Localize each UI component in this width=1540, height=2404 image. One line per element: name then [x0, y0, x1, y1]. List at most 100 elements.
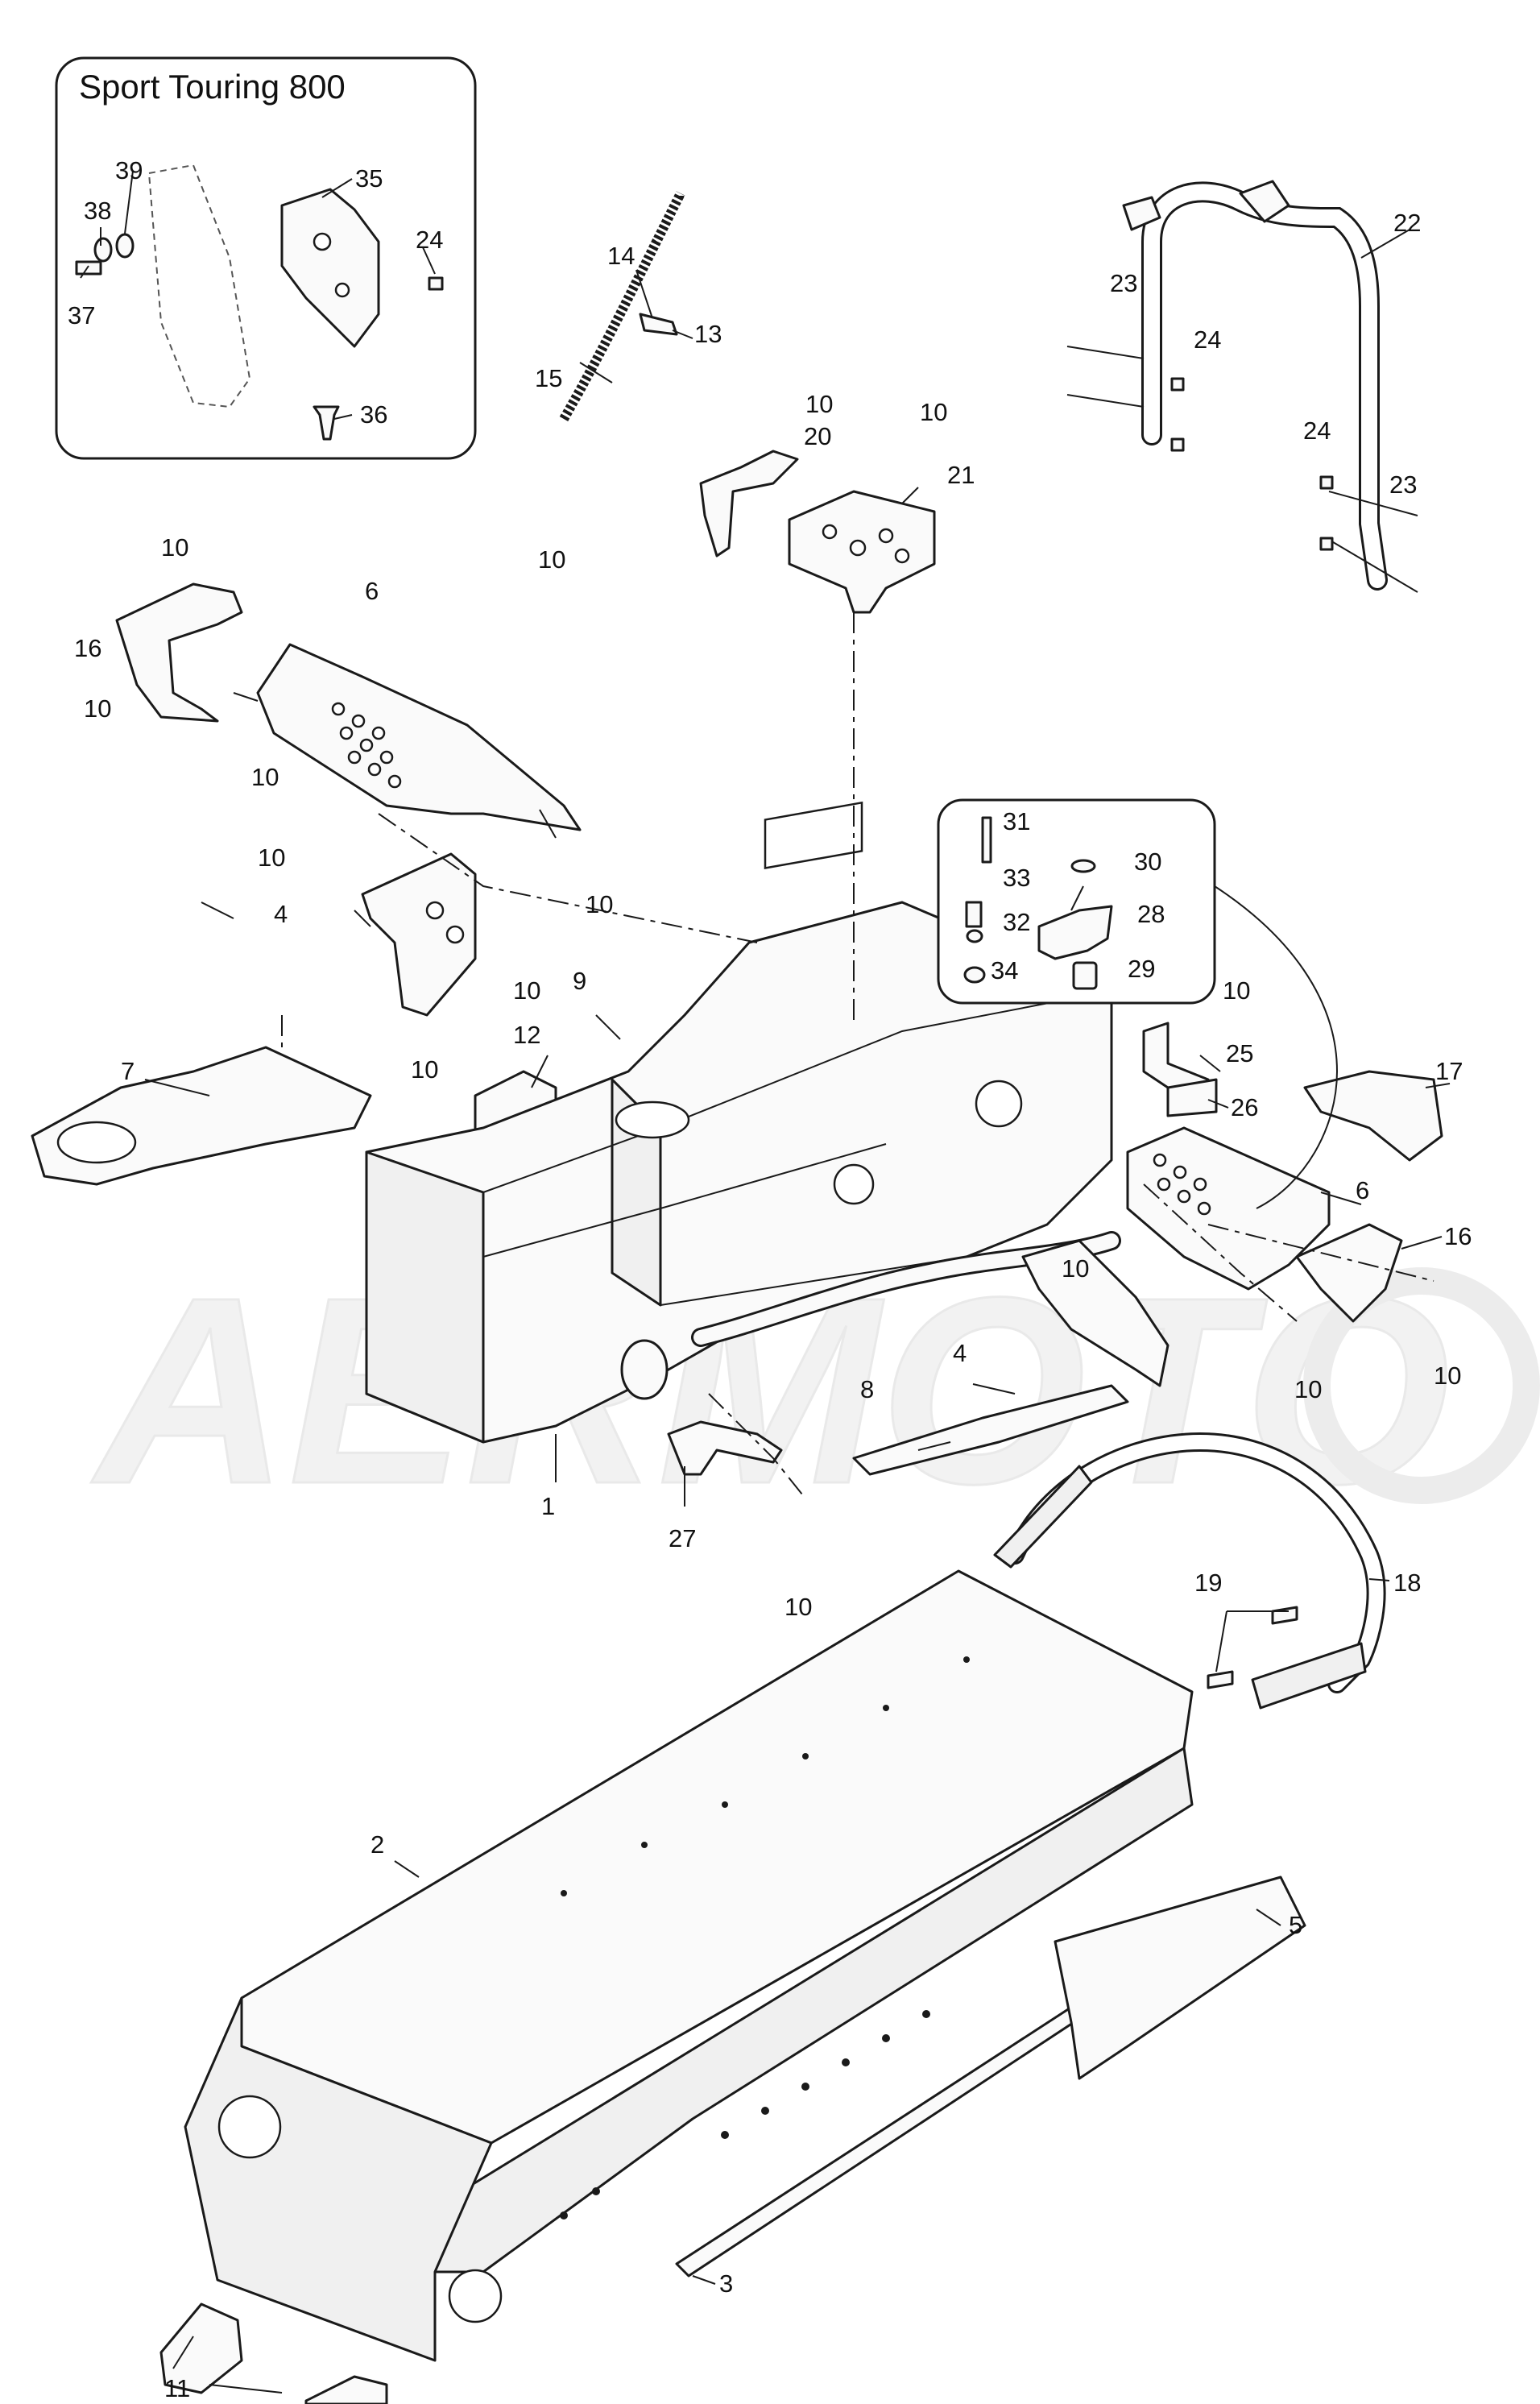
leader-lines	[80, 170, 1451, 2394]
bracket-16-right	[1295, 1223, 1403, 1323]
footrest-6-right-holes	[1153, 1153, 1211, 1216]
bolt-23-a	[1066, 346, 1145, 359]
callout-23-b: 23	[1389, 470, 1417, 499]
bolt-37	[75, 260, 102, 276]
tunnel-2	[184, 1569, 1194, 2362]
callout-10-c: 10	[161, 533, 188, 562]
callout-32: 32	[1003, 908, 1030, 936]
callout-18: 18	[1393, 1569, 1421, 1597]
bolt-19-a	[1207, 1670, 1234, 1689]
rivet-36	[313, 405, 340, 441]
callout-27: 27	[669, 1524, 696, 1552]
assembly-lines	[281, 612, 1434, 1499]
plate-5	[1054, 1876, 1306, 2080]
inset-title: Sport Touring 800	[79, 68, 346, 106]
callout-8: 8	[860, 1375, 874, 1403]
callout-10-f: 10	[251, 763, 279, 791]
callout-10-k: 10	[1223, 976, 1250, 1005]
roll-bar-22	[1122, 180, 1388, 591]
pad-28	[1037, 905, 1113, 960]
strap-outline	[147, 164, 251, 408]
bushing-29	[1072, 961, 1098, 990]
callout-22: 22	[1393, 209, 1421, 237]
callout-24-c: 24	[1303, 417, 1331, 445]
callout-3: 3	[719, 2269, 733, 2298]
footrest-6-left	[256, 643, 582, 831]
callout-4-left: 4	[274, 900, 288, 928]
nut-24-b	[1170, 437, 1185, 452]
footrest-6-left-holes	[331, 702, 402, 789]
callout-5: 5	[1289, 1911, 1302, 1939]
callout-10-o: 10	[784, 1593, 812, 1621]
watermark-wheel-icon	[1303, 1267, 1540, 1504]
plate-26	[1166, 1078, 1218, 1117]
bracket-4-left	[361, 852, 477, 1017]
chassis-1	[365, 801, 1121, 1444]
clip-13	[639, 313, 678, 336]
callout-10-i: 10	[513, 976, 540, 1005]
inset-sport-touring: Sport Touring 800	[55, 56, 477, 460]
washer-39	[115, 233, 135, 259]
plate-11-b	[304, 2375, 388, 2404]
strip-8	[852, 1384, 1129, 1476]
callout-35: 35	[355, 164, 383, 193]
callout-2: 2	[371, 1830, 384, 1859]
callout-23-a: 23	[1110, 269, 1137, 297]
callout-10-g: 10	[258, 843, 285, 872]
callout-29: 29	[1128, 955, 1155, 983]
callout-26: 26	[1231, 1093, 1258, 1121]
callout-14: 14	[607, 242, 635, 270]
plate-7	[31, 1046, 372, 1186]
callout-10-n: 10	[1434, 1362, 1461, 1390]
bracket-17	[1303, 1070, 1443, 1162]
callout-17: 17	[1435, 1057, 1463, 1085]
callout-10-d: 10	[538, 545, 565, 574]
callout-9: 9	[573, 967, 586, 995]
plate-11-a	[159, 2302, 243, 2394]
nut-24-inset	[428, 276, 444, 291]
callout-36: 36	[360, 400, 387, 429]
callout-16-left: 16	[74, 634, 101, 662]
tunnel-rivets	[560, 1656, 970, 2220]
callout-28: 28	[1137, 900, 1165, 928]
bolt-23-c	[1328, 491, 1418, 516]
callout-1: 1	[541, 1492, 555, 1520]
callout-33: 33	[1003, 864, 1030, 892]
callout-24-b: 24	[1194, 325, 1221, 354]
washer-30	[1070, 859, 1096, 873]
callout-10-e: 10	[84, 694, 111, 723]
callout-24-inset: 24	[416, 226, 443, 254]
callout-4-right: 4	[953, 1339, 967, 1367]
callout-11: 11	[164, 2374, 190, 2402]
callout-10-l: 10	[1062, 1254, 1089, 1283]
callout-labels: 35 39 38 37 24 36 14 13 15 10 10 20 21 2…	[68, 156, 1472, 2402]
callout-20: 20	[804, 422, 831, 450]
bracket-27	[667, 1420, 783, 1476]
grab-handle-18	[993, 1432, 1386, 1710]
seal-strip-group	[559, 191, 685, 421]
callout-7: 7	[121, 1057, 135, 1085]
nut-24-c	[1319, 475, 1334, 490]
callout-31: 31	[1003, 807, 1030, 835]
callout-21: 21	[947, 461, 975, 489]
bracket-35	[280, 188, 380, 348]
callout-38: 38	[84, 197, 111, 225]
callout-10-b: 10	[920, 398, 947, 426]
callout-10-a: 10	[805, 390, 833, 418]
seal-strip-15	[559, 191, 685, 421]
callout-15: 15	[535, 364, 562, 392]
bolt-23-d	[1328, 539, 1418, 593]
callout-34: 34	[991, 956, 1018, 984]
callout-37: 37	[68, 301, 95, 330]
nut-24-d	[1319, 537, 1334, 551]
callout-19: 19	[1194, 1569, 1222, 1597]
callout-13: 13	[694, 320, 722, 348]
callout-39: 39	[115, 156, 143, 184]
callout-16-right: 16	[1444, 1222, 1472, 1250]
callout-10-m: 10	[1294, 1375, 1322, 1403]
bracket-4-right	[1021, 1239, 1169, 1387]
washer-38	[93, 237, 113, 263]
callout-30: 30	[1134, 848, 1161, 876]
callout-10-j: 10	[411, 1055, 438, 1084]
